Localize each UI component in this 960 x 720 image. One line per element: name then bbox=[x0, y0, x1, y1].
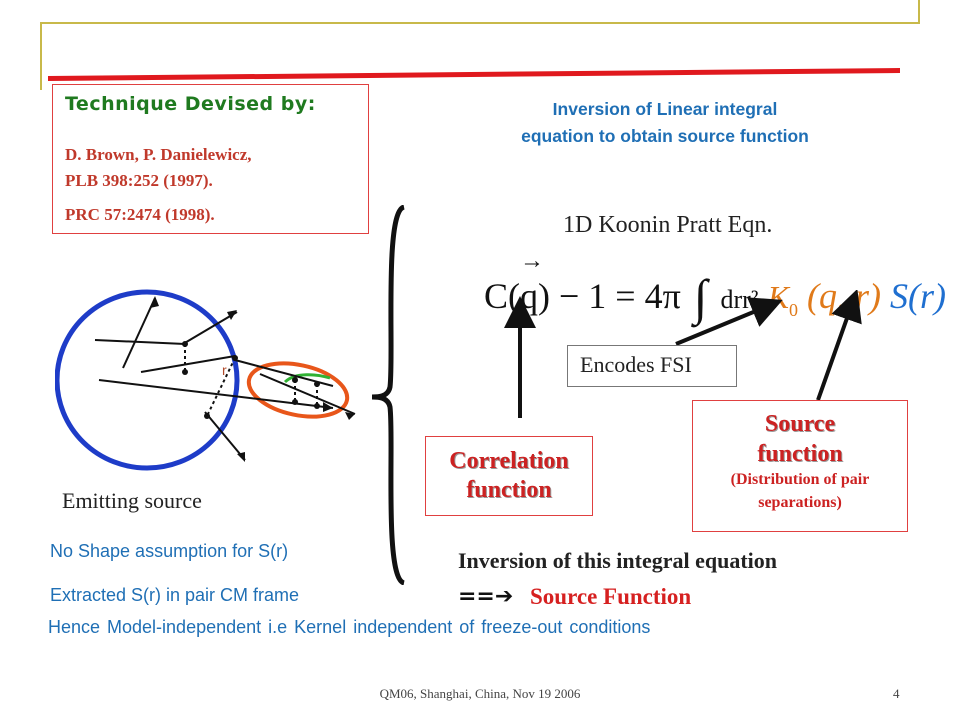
left-brace-icon bbox=[371, 205, 406, 585]
encodes-fsi-box: Encodes FSI bbox=[567, 345, 737, 387]
source-function-desc: (Distribution of pair bbox=[730, 471, 870, 488]
inversion-title-line: Inversion of Linear integral bbox=[552, 99, 778, 119]
equation-name: 1D Koonin Pratt Eqn. bbox=[563, 212, 773, 238]
koonin-pratt-equation: → C(q) − 1 = 4π ∫ drr² K0 (q, r) S(r) bbox=[484, 248, 946, 325]
title-underline bbox=[48, 68, 900, 81]
credit-box: Technique Devised by: D. Brown, P. Danie… bbox=[52, 84, 369, 234]
frame-top-line bbox=[40, 22, 920, 24]
source-function-box: Source function (Distribution of pair se… bbox=[692, 400, 908, 532]
encodes-fsi-label: Encodes FSI bbox=[580, 352, 692, 377]
integral-sign-icon: ∫ bbox=[693, 269, 708, 325]
source-symbol: S(r) bbox=[889, 276, 946, 316]
kernel-arrow bbox=[675, 297, 783, 346]
pair-ellipse bbox=[246, 361, 350, 419]
correlation-label: function bbox=[466, 477, 552, 503]
frame-left-line bbox=[40, 22, 42, 90]
emitting-source-diagram bbox=[55, 289, 356, 471]
source-function-desc: separations) bbox=[758, 494, 842, 511]
emitting-source-label: Emitting source bbox=[62, 488, 202, 513]
correlation-function-box: Correlation function bbox=[425, 436, 593, 516]
separation-r-label: r bbox=[222, 362, 227, 378]
correlation-label: Correlation bbox=[449, 448, 569, 474]
credit-line: D. Brown, P. Danielewicz, bbox=[65, 145, 252, 164]
footer-text: QM06, Shanghai, China, Nov 19 2006 bbox=[379, 686, 581, 701]
inversion-title-line: equation to obtain source function bbox=[521, 126, 809, 146]
conclusion-arrow: ==➔ bbox=[458, 584, 514, 609]
kernel-subscript: 0 bbox=[788, 300, 798, 321]
extracted-note: Extracted S(r) in pair CM frame bbox=[50, 585, 300, 605]
source-arrow bbox=[816, 290, 862, 401]
credit-title: Technique Devised by: bbox=[65, 93, 316, 115]
source-function-label: Source bbox=[764, 411, 836, 437]
vector-arrow-icon: → bbox=[520, 248, 544, 274]
annotation-arrows bbox=[504, 290, 862, 418]
frame-right-stub bbox=[918, 0, 920, 24]
inversion-title: Inversion of Linear integral equation to… bbox=[440, 96, 890, 150]
model-independent-note: Hence Model-independent i.e Kernel indep… bbox=[48, 617, 651, 637]
page-number: 4 bbox=[893, 686, 900, 701]
source-circle bbox=[55, 289, 240, 471]
no-shape-note: No Shape assumption for S(r) bbox=[50, 541, 289, 561]
source-function-label: function bbox=[757, 441, 843, 467]
source-function-result: Source Function bbox=[530, 584, 692, 609]
inversion-conclusion: Inversion of this integral equation bbox=[458, 548, 778, 573]
credit-line: PRC 57:2474 (1998). bbox=[65, 205, 215, 224]
credit-line: PLB 398:252 (1997). bbox=[65, 171, 213, 190]
